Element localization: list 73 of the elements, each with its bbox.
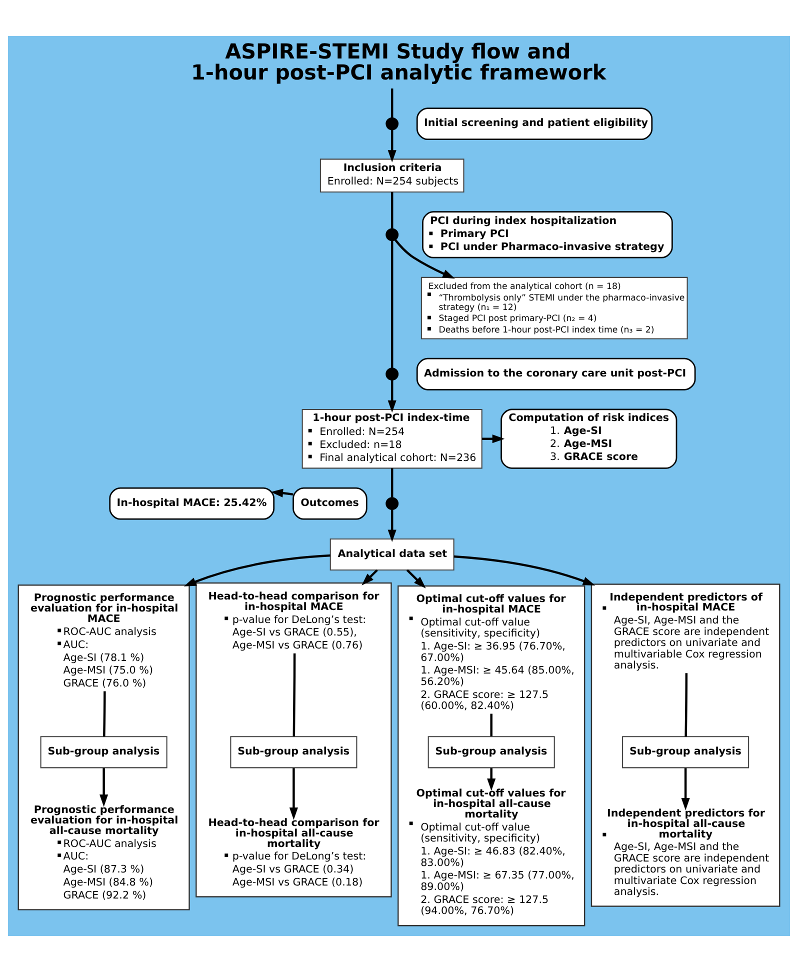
node-box: 1-hour post-PCI index-time Enrolled: N=254 Excluded: n=18 Final analytical cohort: N=236	[302, 408, 482, 469]
node-box: Sub-group analysis	[230, 736, 358, 768]
arrow	[681, 768, 690, 810]
arrow	[388, 380, 396, 413]
arrow	[270, 488, 294, 498]
node-text: Prognostic performance evaluation for in-hospital all-cause mortality ROC-AUC analysis AUC: Age-SI (87.3 %) Age-MSI (84.8 %) GRACE (92.2 %)	[30, 804, 178, 902]
node-box	[224, 854, 228, 858]
node-box: Sub-group analysis	[40, 736, 168, 768]
diagram-title: ASPIRE-STEMI Study flow and 1-hour post-PCI analytic framework	[190, 40, 606, 84]
node-label: 2. GRACE score: ≥ 127.5 (60.00%, 82.40%)	[420, 688, 549, 712]
node-label: Age-SI vs GRACE (0.55),	[232, 626, 357, 639]
node-label: p-value for DeLong’s test:	[232, 850, 366, 863]
arrow	[362, 569, 378, 586]
node-box	[409, 822, 413, 826]
node-label: Optimal cut-off value (sensitivity, specificity)	[420, 821, 540, 845]
node-text: Prognostic performance evaluation for in-hospital MACE ROC-AUC analysis AUC: Age-SI (78.1 %) Age-MSI (75.0 %) GRACE (76.0 %)	[30, 592, 178, 690]
node-box: Initial screening and patient eligibility	[416, 108, 653, 140]
node-label: Age-SI, Age-MSI and the GRACE score are independent predictors on univariate and multivariate Cox regression analysis.	[614, 841, 770, 898]
arrow	[388, 130, 396, 162]
node-label: Age-SI vs GRACE (0.34)	[232, 864, 354, 876]
cluster	[18, 584, 190, 910]
arrow	[454, 555, 596, 586]
node-label: Optimal cut-off values for in-hospital all-cause mortality	[416, 788, 566, 820]
node-box	[224, 616, 228, 620]
node-circle	[386, 368, 399, 381]
node-box: Analytical data set	[330, 538, 454, 571]
node-box: Computation of risk indices 1. Age-SI 2. Age-MSI 3. GRACE score	[500, 408, 678, 469]
connector	[490, 714, 492, 736]
node-box: Outcomes	[292, 487, 368, 520]
connector	[684, 673, 688, 737]
node-box: Sub-group analysis	[428, 736, 555, 768]
arrow	[394, 239, 455, 279]
node-box	[602, 606, 606, 610]
node-label: Age-MSI vs GRACE (0.18)	[232, 876, 363, 889]
arrow	[487, 768, 496, 791]
connector	[103, 691, 106, 737]
node-label: Age-SI, Age-MSI and the GRACE score are independent predictors on univariate and multivariable Cox regression analysis.	[614, 614, 770, 672]
node-label: Independent predictors for in-hospital all-cause mortality	[607, 808, 765, 840]
arrow	[482, 434, 505, 444]
node-label: Independent predictors of in-hospital MACE	[610, 591, 762, 614]
connector	[390, 192, 394, 228]
node-box: Excluded from the analytical cohort (n = 18) “Thrombolysis only” STEMI under the pharmaco-invasive strategy (n₁ = 12) Staged PCI post primary-PCI (n₂ = 4) Deaths before 1-hour post-PCI index time (n₃ = 2)	[420, 276, 688, 340]
connector	[390, 88, 394, 118]
node-label: 1. Age-MSI: ≥ 45.64 (85.00%, 56.20%)	[420, 664, 574, 688]
node-box: Admission to the coronary care unit post-PCI	[416, 358, 696, 390]
node-box: Sub-group analysis	[622, 736, 750, 768]
node-box	[409, 616, 413, 620]
node-box: In-hospital MACE: 25.42%	[109, 487, 275, 520]
node-label: 1. Age-MSI: ≥ 67.35 (77.00%, 89.00%)	[420, 870, 574, 893]
arrow	[388, 510, 396, 542]
node-label: Optimal cut-off value (sensitivity, specificity)	[420, 616, 540, 640]
node-label: 1. Age-SI: ≥ 36.95 (76.70%, 67.00%)	[420, 640, 566, 664]
cluster	[398, 585, 586, 926]
connector	[390, 240, 394, 368]
node-circle	[386, 117, 399, 130]
node-box: Inclusion criteria Enrolled: N=254 subjects	[320, 158, 464, 192]
node-box: PCI during index hospitalization Primary PCI PCI under Pharmaco-invasive strategy	[422, 211, 673, 258]
arrow	[184, 554, 330, 586]
connector	[390, 468, 394, 498]
node-circle	[386, 497, 399, 510]
connector	[292, 653, 296, 736]
node-box	[602, 832, 606, 836]
arrow	[100, 768, 108, 807]
node-label: p-value for DeLong’s test:	[232, 614, 366, 626]
arrow	[289, 768, 298, 820]
node-label: Optimal cut-off values for in-hospital MACE	[416, 593, 566, 616]
node-label: Age-MSI vs GRACE (0.76)	[232, 640, 363, 652]
node-circle	[386, 228, 399, 242]
node-label: 1. Age-SI: ≥ 46.83 (82.40%, 83.00%)	[420, 846, 566, 869]
cluster	[590, 584, 780, 907]
node-label: 2. GRACE score: ≥ 127.5 (94.00%, 76.70%)	[420, 894, 549, 918]
cluster	[196, 582, 392, 898]
arrow	[406, 569, 426, 588]
